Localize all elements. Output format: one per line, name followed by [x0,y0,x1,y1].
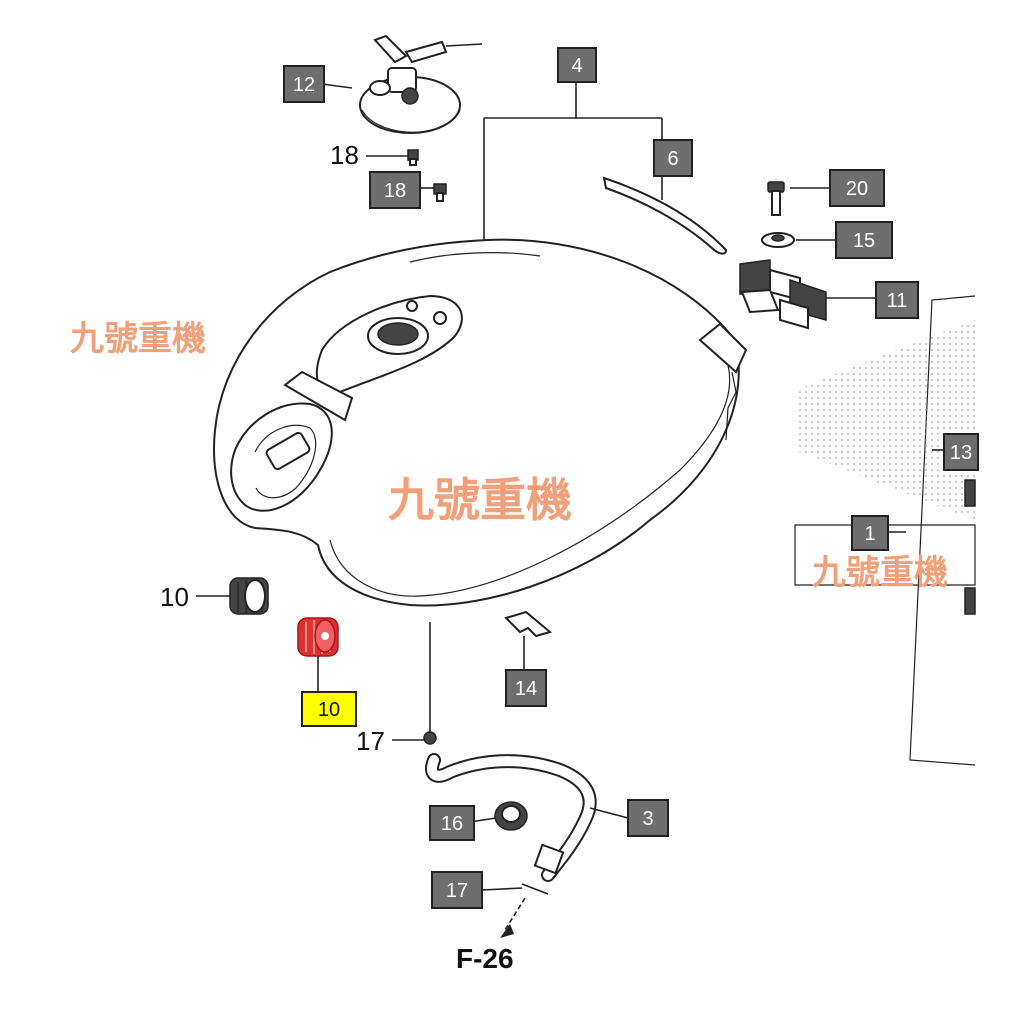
callout-18-label: 18 [384,180,406,202]
watermark-left: 九號重機 [70,319,206,359]
reference-f26: F-26 [456,943,514,974]
callout-13-label: 13 [950,442,972,464]
callout-11-label: 11 [887,290,908,312]
flow-arrow [500,897,526,938]
leader-lines [196,82,944,891]
watermark-right: 九號重機 [812,553,948,593]
collar-15 [761,232,795,248]
fuel-tank [213,238,748,607]
callout-6-label: 6 [667,148,678,170]
screw-18-top [407,149,419,166]
callout-14-label: 14 [515,678,537,700]
callout-20-label: 20 [846,178,868,200]
callout-10-highlighted-label: 10 [318,699,340,721]
tank-cushion-10-highlighted [297,617,339,657]
label-10-plain: 10 [160,582,189,612]
callout-15-label: 15 [853,230,875,252]
callout-18: 18 [369,171,421,209]
callout-16-label: 16 [441,813,463,835]
watermark-center: 九號重機 [388,473,572,527]
callout-3: 3 [627,799,669,837]
clip-17-hose-end [521,883,549,895]
callout-4-label: 4 [571,55,582,77]
callout-1-label: 1 [864,523,875,545]
clip-14 [504,610,553,638]
callout-3-label: 3 [642,808,653,830]
label-18-plain: 18 [330,140,359,170]
clamp-16 [494,801,528,831]
label-17-plain: 17 [356,726,385,756]
callout-4: 4 [557,47,597,83]
bolt-20 [767,181,785,216]
callout-14: 14 [505,669,547,707]
callout-12-label: 12 [293,74,315,96]
drain-hose-3 [425,753,597,882]
fuel-cap-assembly [359,34,483,134]
mount-rubber-11 [739,259,827,330]
callout-17-label: 17 [446,880,468,902]
callout-12: 12 [283,65,325,103]
callout-10-highlighted: 10 [301,691,357,727]
callout-13: 13 [943,433,979,471]
screw-18-bottom [433,183,447,202]
clip-17 [423,731,437,745]
adjacent-frame-assembly [794,295,976,766]
callout-6: 6 [653,139,693,177]
tank-cushion-10 [229,577,269,615]
callout-17: 17 [431,871,483,909]
callout-1: 1 [851,515,889,551]
tank-trim-strip [602,176,728,255]
callout-16: 16 [429,805,475,841]
callout-15: 15 [835,221,893,259]
callout-20: 20 [829,169,885,207]
callout-11: 11 [875,281,919,319]
